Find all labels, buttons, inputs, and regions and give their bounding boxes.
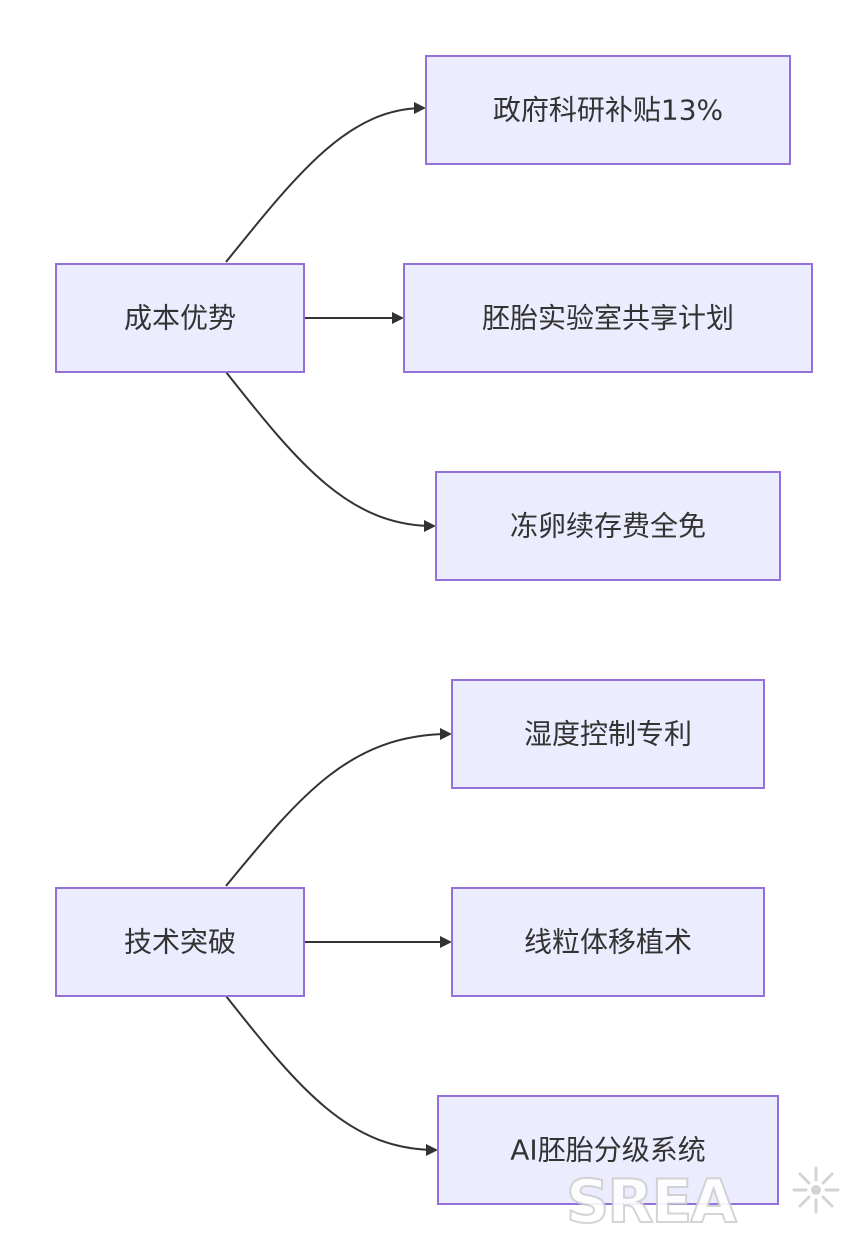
node-mito-transplant[interactable]: 线粒体移植术 [451,887,765,997]
node-ai-embryo-grading-label: AI胚胎分级系统 [510,1134,705,1167]
node-humidity-patent[interactable]: 湿度控制专利 [451,679,765,789]
node-gov-subsidy-label: 政府科研补贴13% [493,94,723,127]
node-ai-embryo-grading[interactable]: AI胚胎分级系统 [437,1095,779,1205]
node-cost-advantage-label: 成本优势 [124,302,236,335]
watermark-sun-icon [792,1166,840,1214]
node-tech-breakthrough[interactable]: 技术突破 [55,887,305,997]
node-freeze-fee-waived[interactable]: 冻卵续存费全免 [435,471,781,581]
watermark-text: SREA [566,1167,737,1237]
edge-tech-to-humidity [225,728,452,887]
node-gov-subsidy[interactable]: 政府科研补贴13% [425,55,791,165]
node-embryo-lab-share-label: 胚胎实验室共享计划 [482,302,734,335]
watermark: SREA [565,1166,840,1238]
node-tech-breakthrough-label: 技术突破 [124,926,236,959]
edge-tech-to-ai-grading [225,995,438,1156]
node-cost-advantage[interactable]: 成本优势 [55,263,305,373]
node-humidity-patent-label: 湿度控制专利 [524,718,692,751]
node-mito-transplant-label: 线粒体移植术 [524,926,692,959]
edge-cost-to-subsidy [225,102,426,263]
edge-cost-to-freeze-free [225,371,436,532]
node-embryo-lab-share[interactable]: 胚胎实验室共享计划 [403,263,813,373]
node-freeze-fee-waived-label: 冻卵续存费全免 [510,510,706,543]
